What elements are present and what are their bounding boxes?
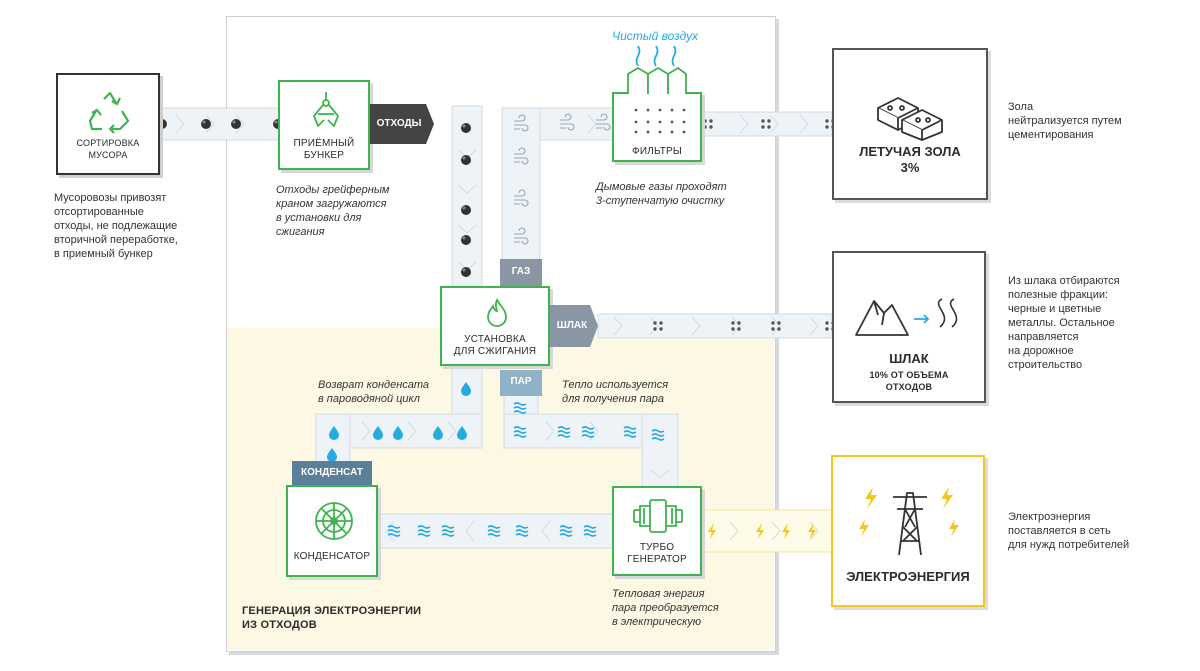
chimney-icon	[627, 66, 687, 94]
filters-note: Дымовые газы проходят 3-ступенчатую очис…	[596, 181, 727, 207]
slag-tag-shape	[550, 305, 598, 347]
recycle-icon	[88, 91, 130, 134]
slag-tag: ШЛАК	[556, 320, 588, 331]
sorting-label-2: МУСОРА	[88, 150, 128, 160]
waste-tag-shape	[370, 104, 434, 144]
power-tower-icon	[859, 487, 959, 556]
filter-dots-icon	[634, 108, 686, 134]
fly-ash-box: ЛЕТУЧАЯ ЗОЛА 3%	[832, 48, 988, 200]
incinerator-box: УСТАНОВКА ДЛЯ СЖИГАНИЯ	[440, 286, 550, 366]
sorting-label-1: СОРТИРОВКА	[76, 138, 140, 148]
clean-air-waves-icon	[635, 45, 677, 67]
slag-note: Из шлака отбираются полезные фракции: че…	[1008, 275, 1120, 371]
turbo-label-1: ТУРБО	[639, 542, 675, 553]
slag-title: ШЛАК	[889, 351, 929, 366]
filters-label: ФИЛЬТРЫ	[632, 146, 682, 157]
gas-tag: ГАЗ	[500, 259, 542, 287]
turbine-icon	[633, 499, 683, 533]
condenser-icon	[315, 502, 353, 540]
clean-air-label: Чистый воздух	[612, 29, 699, 43]
sorting-box: СОРТИРОВКА МУСОРА	[56, 73, 160, 175]
waste-tag: ОТХОДЫ	[376, 118, 422, 129]
cement-blocks-icon	[877, 97, 943, 141]
incinerator-label-1: УСТАНОВКА	[464, 334, 526, 345]
fly-ash-title: ЛЕТУЧАЯ ЗОЛА	[859, 144, 961, 159]
sorting-note: Мусоровозы привозят отсортированные отхо…	[54, 192, 178, 260]
bunker-label-1: ПРИЁМНЫЙ	[293, 138, 355, 149]
condensate-note: Возврат конденсата в пароводяной цикл	[318, 379, 430, 405]
turbo-note: Тепловая энергия пара преобразуется в эл…	[612, 588, 719, 628]
filters-box: ФИЛЬТРЫ	[612, 92, 702, 162]
zone-title: ГЕНЕРАЦИЯ ЭЛЕКТРОЭНЕРГИИ ИЗ ОТХОДОВ	[242, 605, 422, 631]
condenser-label: КОНДЕНСАТОР	[293, 551, 371, 562]
power-title: ЭЛЕКТРОЭНЕРГИЯ	[846, 569, 970, 584]
turbo-label-2: ГЕНЕРАТОР	[627, 554, 687, 565]
power-note: Электроэнергия поставляется в сеть для н…	[1008, 511, 1130, 551]
incinerator-label-2: ДЛЯ СЖИГАНИЯ	[453, 346, 537, 357]
bunker-box: ПРИЁМНЫЙ БУНКЕР	[278, 80, 370, 170]
grab-crane-icon	[313, 92, 339, 127]
condenser-box: КОНДЕНСАТОР	[286, 485, 378, 577]
slag-box: ШЛАК 10% ОТ ОБЪЕМА ОТХОДОВ	[832, 251, 986, 403]
power-box: ЭЛЕКТРОЭНЕРГИЯ	[831, 455, 985, 607]
slag-sub-2: ОТХОДОВ	[885, 382, 933, 392]
fly-ash-value: 3%	[900, 160, 920, 175]
heat-note: Тепло используется для получения пара	[562, 379, 669, 405]
turbo-generator-box: ТУРБО ГЕНЕРАТОР	[612, 486, 702, 576]
fly-ash-note: Зола нейтрализуется путем цементирования	[1008, 101, 1122, 141]
flame-icon	[487, 298, 507, 327]
bunker-note: Отходы грейферным краном загружаются в у…	[276, 184, 390, 238]
slag-sub-1: 10% ОТ ОБЪЕМА	[869, 370, 949, 380]
slag-to-road-icon	[855, 298, 958, 336]
bunker-label-2: БУНКЕР	[303, 150, 345, 161]
condensate-tag: КОНДЕНСАТ	[292, 461, 372, 485]
steam-tag: ПАР	[500, 370, 542, 396]
